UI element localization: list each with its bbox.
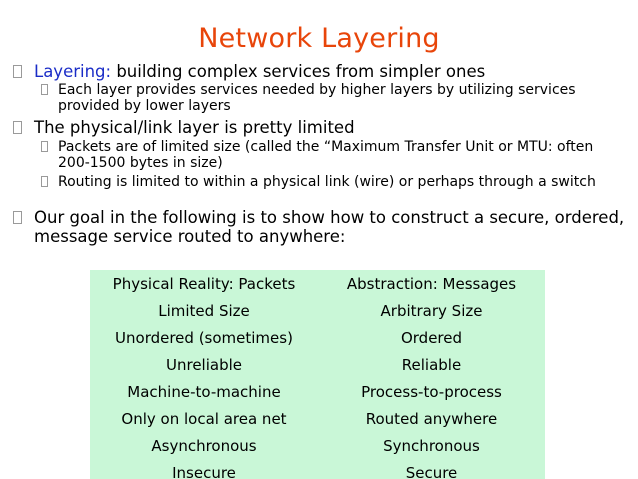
table-row: Insecure Secure: [90, 459, 545, 479]
physical-reality-cell: Machine-to-machine: [127, 382, 281, 401]
sub-bullet-layer-services: Each layer provides services needed by h…: [41, 82, 621, 114]
abstraction-cell: Process-to-process: [361, 382, 502, 401]
bullet-text: Layering: building complex services from…: [34, 62, 623, 81]
sub-bullet-box-icon: [41, 141, 48, 152]
physical-reality-cell: Only on local area net: [121, 409, 287, 428]
abstraction-cell: Routed anywhere: [365, 409, 498, 428]
sub-bullet-box-icon: [41, 176, 48, 187]
sub-bullet-text: Packets are of limited size (called the …: [58, 139, 594, 171]
bullet-layering: Layering: building complex services from…: [13, 62, 623, 81]
table-row: Unreliable Reliable: [90, 351, 545, 378]
bullet-goal: Our goal in the following is to show how…: [13, 208, 631, 246]
physical-reality-cell: Unreliable: [166, 355, 242, 374]
layering-term: Layering:: [34, 62, 112, 81]
bullet-text: Our goal in the following is to show how…: [34, 208, 625, 246]
abstraction-cell: Abstraction: Messages: [346, 274, 517, 293]
table-row: Machine-to-machine Process-to-process: [90, 378, 545, 405]
sub-bullet-box-icon: [41, 84, 48, 95]
abstraction-cell: Ordered: [400, 328, 463, 347]
physical-reality-cell: Limited Size: [158, 301, 250, 320]
table-row: Limited Size Arbitrary Size: [90, 297, 545, 324]
table-row: Unordered (sometimes) Ordered: [90, 324, 545, 351]
bullet-box-icon: [13, 121, 22, 134]
physical-reality-cell: Insecure: [172, 463, 236, 479]
sub-bullet-text: Each layer provides services needed by h…: [58, 82, 576, 114]
table-row: Asynchronous Synchronous: [90, 432, 545, 459]
physical-reality-cell: Physical Reality: Packets: [112, 274, 296, 293]
table-header-row: Physical Reality: Packets Abstraction: Me…: [90, 270, 545, 297]
sub-bullet-packet-size: Packets are of limited size (called the …: [41, 139, 621, 171]
bullet-box-icon: [13, 211, 22, 224]
layering-description: building complex services from simpler o…: [111, 62, 486, 81]
bullet-box-icon: [13, 65, 22, 78]
bullet-text: The physical/link layer is pretty limite…: [34, 118, 355, 137]
abstraction-cell: Secure: [405, 463, 458, 479]
slide-title: Network Layering: [198, 23, 440, 54]
sub-bullet-routing: Routing is limited to within a physical …: [41, 174, 621, 190]
physical-reality-cell: Unordered (sometimes): [115, 328, 293, 347]
table-row: Only on local area net Routed anywhere: [90, 405, 545, 432]
reality-vs-abstraction-table: Physical Reality: Packets Abstraction: Me…: [90, 270, 545, 479]
abstraction-cell: Reliable: [401, 355, 462, 374]
physical-reality-cell: Asynchronous: [151, 436, 257, 455]
comparison-table: Physical Reality: Packets Abstraction: Me…: [90, 270, 545, 479]
bullet-physical-layer: The physical/link layer is pretty limite…: [13, 118, 623, 137]
abstraction-cell: Synchronous: [383, 436, 480, 455]
sub-bullet-text: Routing is limited to within a physical …: [58, 174, 596, 190]
abstraction-cell: Arbitrary Size: [380, 301, 483, 320]
